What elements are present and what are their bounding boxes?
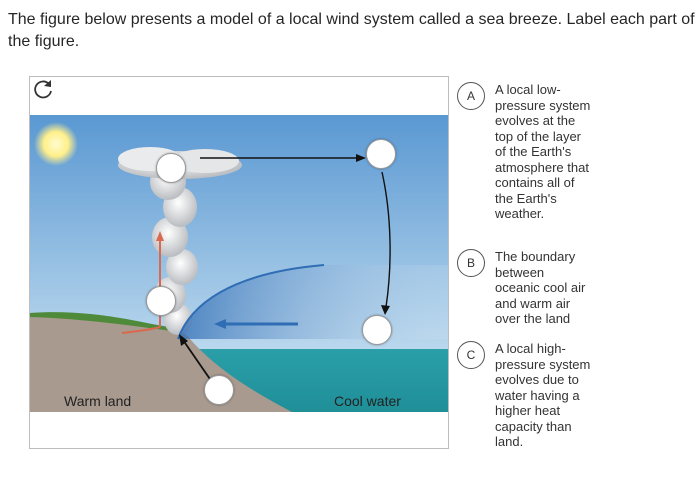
drop-target-upper-right[interactable]: [366, 139, 396, 169]
option-a-text: A local low-pressure system evolves at t…: [495, 82, 591, 221]
option-c-text: A local high-pressure system evolves due…: [495, 341, 591, 449]
option-a-badge: A: [457, 82, 485, 110]
reset-icon[interactable]: [30, 77, 56, 103]
sun-icon: [34, 122, 78, 166]
option-b-badge: B: [457, 249, 485, 277]
sea-breeze-figure: Warm land Cool water: [29, 76, 449, 449]
drop-target-upper-left[interactable]: [156, 153, 186, 183]
option-c-badge: C: [457, 341, 485, 369]
option-b-text: The boundary between oceanic cool air an…: [495, 249, 586, 326]
drop-target-bottom-left[interactable]: [204, 375, 234, 405]
drop-target-lower-right[interactable]: [362, 315, 392, 345]
question-text: The figure below presents a model of a l…: [8, 11, 695, 50]
drop-target-mid-left[interactable]: [146, 286, 176, 316]
grass: [30, 312, 180, 332]
warm-land-label: Warm land: [64, 393, 132, 409]
cool-water-label: Cool water: [334, 393, 401, 409]
